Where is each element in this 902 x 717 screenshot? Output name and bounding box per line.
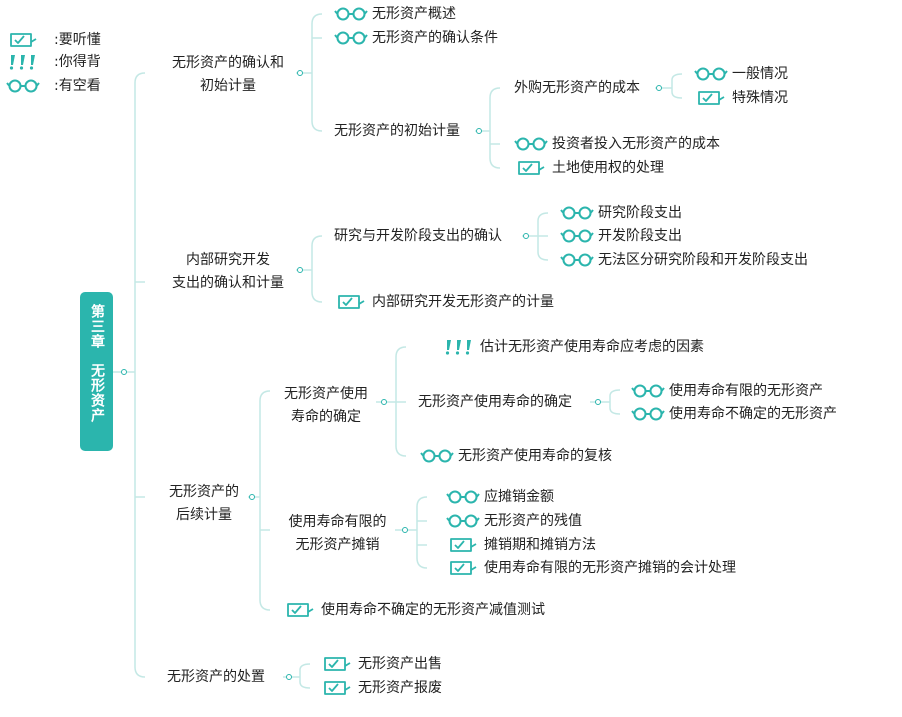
book-icon [320, 656, 354, 672]
glasses-icon [560, 252, 594, 268]
leaf-scrap: 无形资产报废 [320, 679, 442, 697]
leaf-development-phase: 开发阶段支出 [560, 227, 682, 245]
node-rd-recognition: 研究与开发阶段支出的确认 [334, 228, 502, 244]
leaf-land-use-right: 土地使用权的处理 [514, 159, 664, 177]
leaf-research-phase: 研究阶段支出 [560, 204, 682, 222]
exclaim-icon [6, 54, 46, 70]
glasses-icon [420, 448, 454, 464]
node-line1: 使用寿命有限的 [288, 514, 387, 530]
node-useful-life-determination: 无形资产使用寿命的确定 [418, 394, 572, 410]
legend-item-listen: : 要听懂 [6, 31, 101, 49]
leaf-amortizable-amount: 应摊销金额 [446, 488, 554, 506]
branch-title-line1: 内部研究开发 [186, 252, 270, 268]
node-line2: 寿命的确定 [291, 409, 361, 425]
glasses-icon [6, 78, 46, 94]
legend-item-read: : 有空看 [6, 77, 101, 95]
node-line1: 无形资产使用 [284, 386, 368, 402]
leaf-sale: 无形资产出售 [320, 655, 442, 673]
legend-colon: : [54, 78, 59, 94]
glasses-icon [631, 406, 665, 422]
leaf-internal-rd-measurement: 内部研究开发无形资产的计量 [334, 293, 554, 311]
leaf-useful-life-review: 无形资产使用寿命的复核 [420, 447, 612, 465]
glasses-icon [631, 383, 665, 399]
leaf-label: 使用寿命有限的无形资产 [669, 383, 823, 399]
leaf-label: 使用寿命不确定的无形资产减值测试 [321, 602, 545, 618]
leaf-indefinite-life: 使用寿命不确定的无形资产 [631, 405, 837, 423]
leaf-label: 摊销期和摊销方法 [484, 537, 596, 553]
legend-label: 你得背 [58, 54, 101, 70]
leaf-label: 无形资产出售 [358, 656, 442, 672]
leaf-label: 无形资产概述 [372, 6, 456, 22]
leaf-amortization-accounting: 使用寿命有限的无形资产摊销的会计处理 [446, 559, 736, 577]
leaf-label: 无形资产的确认条件 [372, 30, 498, 46]
leaf-investor-contribution: 投资者投入无形资产的成本 [514, 135, 720, 153]
legend-label: 要听懂 [58, 32, 101, 48]
book-icon [320, 680, 354, 696]
leaf-label: 投资者投入无形资产的成本 [552, 136, 720, 152]
leaf-recognition-conditions: 无形资产的确认条件 [334, 29, 498, 47]
glasses-icon [694, 66, 728, 82]
leaf-general-case: 一般情况 [694, 65, 788, 83]
book-icon [334, 294, 368, 310]
branch-title-line2: 支出的确认和计量 [172, 275, 284, 291]
root-line2: 无形资产 [89, 363, 105, 423]
branch-initial-recognition: 无形资产的确认和 初始计量 [160, 52, 296, 98]
branch-title-line1: 无形资产的 [169, 484, 239, 500]
leaf-finite-life: 使用寿命有限的无形资产 [631, 382, 823, 400]
leaf-label: 应摊销金额 [484, 489, 554, 505]
branch-title-line2: 初始计量 [200, 78, 256, 94]
root-node-chapter: 第三章 无形资产 [80, 292, 113, 451]
branch-title-line1: 无形资产的确认和 [172, 55, 284, 71]
book-icon [694, 90, 728, 106]
leaf-useful-life-factors: 估计无形资产使用寿命应考虑的因素 [442, 338, 704, 356]
legend-item-memorize: : 你得背 [6, 53, 101, 71]
leaf-label: 使用寿命有限的无形资产摊销的会计处理 [484, 560, 736, 576]
book-icon [514, 160, 548, 176]
leaf-overview: 无形资产概述 [334, 5, 456, 23]
glasses-icon [446, 489, 480, 505]
branch-title-line2: 后续计量 [176, 507, 232, 523]
branch-subsequent-measurement: 无形资产的 后续计量 [160, 481, 248, 527]
exclaim-icon [442, 339, 476, 355]
glasses-icon [446, 513, 480, 529]
leaf-indistinguishable: 无法区分研究阶段和开发阶段支出 [560, 251, 808, 269]
leaf-label: 内部研究开发无形资产的计量 [372, 294, 554, 310]
leaf-amortization-method: 摊销期和摊销方法 [446, 536, 596, 554]
glasses-icon [334, 30, 368, 46]
node-initial-measurement: 无形资产的初始计量 [334, 123, 460, 139]
glasses-icon [334, 6, 368, 22]
book-icon [446, 537, 480, 553]
book-icon [446, 560, 480, 576]
node-useful-life: 无形资产使用 寿命的确定 [276, 383, 376, 429]
legend-label: 有空看 [58, 78, 101, 94]
leaf-label: 无形资产使用寿命的复核 [458, 448, 612, 464]
leaf-label: 开发阶段支出 [598, 228, 682, 244]
leaf-label: 土地使用权的处理 [552, 160, 664, 176]
leaf-label: 估计无形资产使用寿命应考虑的因素 [480, 339, 704, 355]
leaf-label: 研究阶段支出 [598, 205, 682, 221]
node-purchased-cost: 外购无形资产的成本 [514, 80, 640, 96]
root-line1: 第三章 [89, 304, 105, 349]
leaf-label: 使用寿命不确定的无形资产 [669, 406, 837, 422]
leaf-label: 无形资产的残值 [484, 513, 582, 529]
leaf-label: 一般情况 [732, 66, 788, 82]
glasses-icon [560, 228, 594, 244]
branch-internal-rd: 内部研究开发 支出的确认和计量 [160, 249, 296, 295]
leaf-label: 无形资产报废 [358, 680, 442, 696]
legend-colon: : [54, 32, 59, 48]
branch-disposal: 无形资产的处置 [167, 669, 265, 685]
node-finite-amortization: 使用寿命有限的 无形资产摊销 [280, 511, 395, 557]
leaf-label: 特殊情况 [732, 90, 788, 106]
book-icon [6, 32, 46, 48]
leaf-special-case: 特殊情况 [694, 89, 788, 107]
leaf-impairment-test: 使用寿命不确定的无形资产减值测试 [283, 601, 545, 619]
node-line2: 无形资产摊销 [295, 537, 380, 553]
leaf-residual-value: 无形资产的残值 [446, 512, 582, 530]
leaf-label: 无法区分研究阶段和开发阶段支出 [598, 252, 808, 268]
book-icon [283, 602, 317, 618]
glasses-icon [514, 136, 548, 152]
glasses-icon [560, 205, 594, 221]
legend-colon: : [54, 54, 59, 70]
